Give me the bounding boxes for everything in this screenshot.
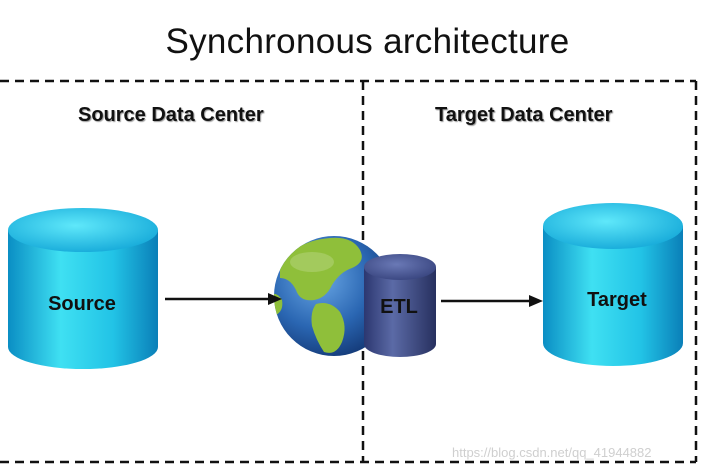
etl-label: ETL — [380, 296, 418, 318]
source-to-etl-arrowhead — [268, 293, 282, 305]
source-database-icon: Source — [8, 208, 158, 369]
target-data-center-label: Target Data Center — [435, 104, 613, 126]
target-label: Target — [587, 289, 647, 311]
etl-database-icon: ETL — [364, 254, 436, 357]
flow-arrows — [165, 293, 543, 307]
zone-borders — [0, 79, 698, 464]
diagram-title: Synchronous architecture — [165, 22, 570, 61]
source-data-center-label: Source Data Center — [78, 104, 264, 126]
watermark-text: https://blog.csdn.net/qq_41944882 — [452, 445, 652, 460]
source-label: Source — [48, 293, 116, 315]
target-database-icon: Target — [543, 203, 683, 366]
etl-to-target-arrowhead — [529, 295, 543, 307]
